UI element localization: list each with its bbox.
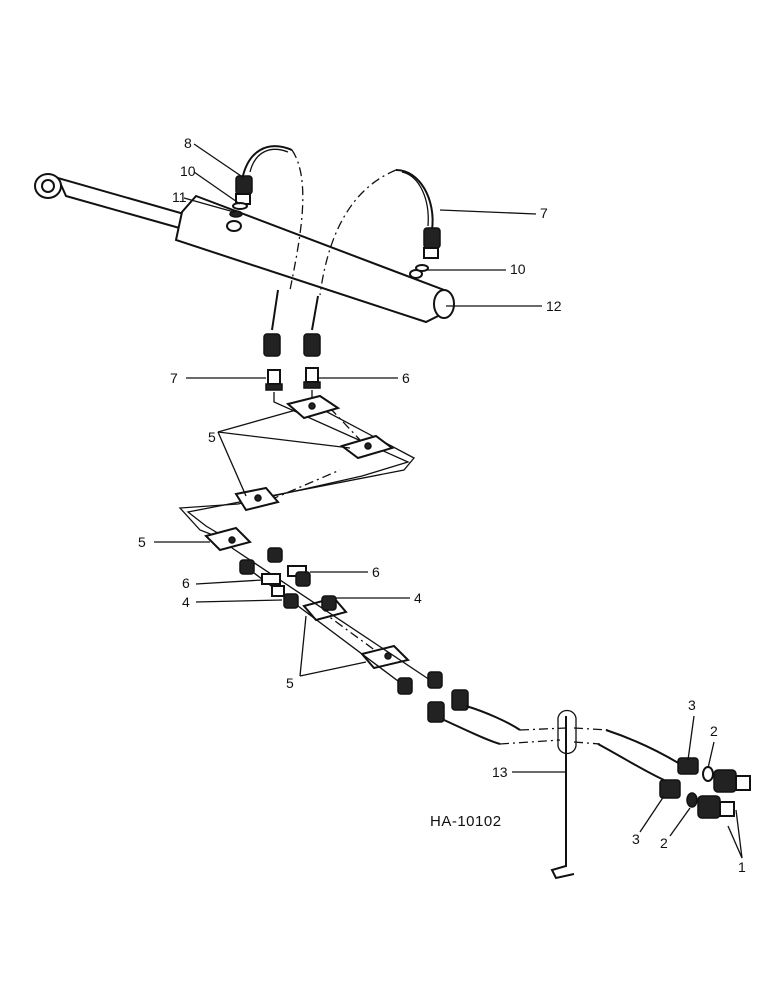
clamp-5-a	[285, 394, 341, 420]
hose-end-left	[263, 289, 281, 357]
hydraulic-cylinder	[34, 173, 455, 324]
callout-5-middle: 5	[138, 534, 146, 550]
callout-13: 13	[492, 764, 508, 780]
callout-3-upper: 3	[688, 697, 696, 713]
callout-10-lower: 10	[510, 261, 526, 277]
coupler-lower	[659, 779, 735, 819]
callout-5-lower: 5	[286, 675, 294, 691]
hose-continuation-right	[319, 169, 397, 296]
callout-10-upper: 10	[180, 163, 196, 179]
washer-11	[229, 210, 243, 218]
lower-hoses	[443, 705, 681, 781]
callout-9: 8	[184, 135, 192, 151]
callout-8: 7	[540, 205, 548, 221]
coupler-upper	[677, 757, 751, 793]
fitting-cluster	[231, 547, 469, 723]
callout-4-right: 4	[414, 590, 422, 606]
washer-10-lower	[415, 264, 429, 272]
cylinder-port-upper	[226, 220, 242, 232]
tube-assembly	[178, 390, 416, 655]
callout-1: 1	[738, 859, 746, 875]
clamp-5-b	[339, 434, 395, 460]
callout-2-upper: 2	[710, 723, 718, 739]
callout-6-right: 6	[372, 564, 380, 580]
callout-7-right: 6	[402, 370, 410, 386]
hose-upper-right	[395, 169, 441, 259]
washer-10-upper	[232, 202, 248, 210]
drawing-code: HA-10102	[430, 813, 502, 830]
callout-12: 12	[546, 298, 562, 314]
clamp-5-d	[204, 526, 252, 552]
callout-4-left: 4	[182, 594, 190, 610]
leader-lines	[154, 143, 743, 859]
adapter-7-left	[265, 369, 283, 391]
hose-upper-left	[235, 145, 293, 205]
clamp-5-c	[234, 486, 280, 512]
hose-continuation-left	[289, 149, 304, 291]
callout-11: 11	[172, 189, 187, 205]
callout-2-lower: 2	[660, 835, 668, 851]
callout-5-upper: 5	[208, 429, 216, 445]
callout-7-left: 7	[170, 370, 178, 386]
callout-3-lower: 3	[632, 831, 640, 847]
hose-end-right	[303, 295, 321, 357]
hose-support-bracket	[550, 709, 577, 880]
adapter-7-right	[303, 367, 321, 389]
callout-6-left: 6	[182, 575, 190, 591]
